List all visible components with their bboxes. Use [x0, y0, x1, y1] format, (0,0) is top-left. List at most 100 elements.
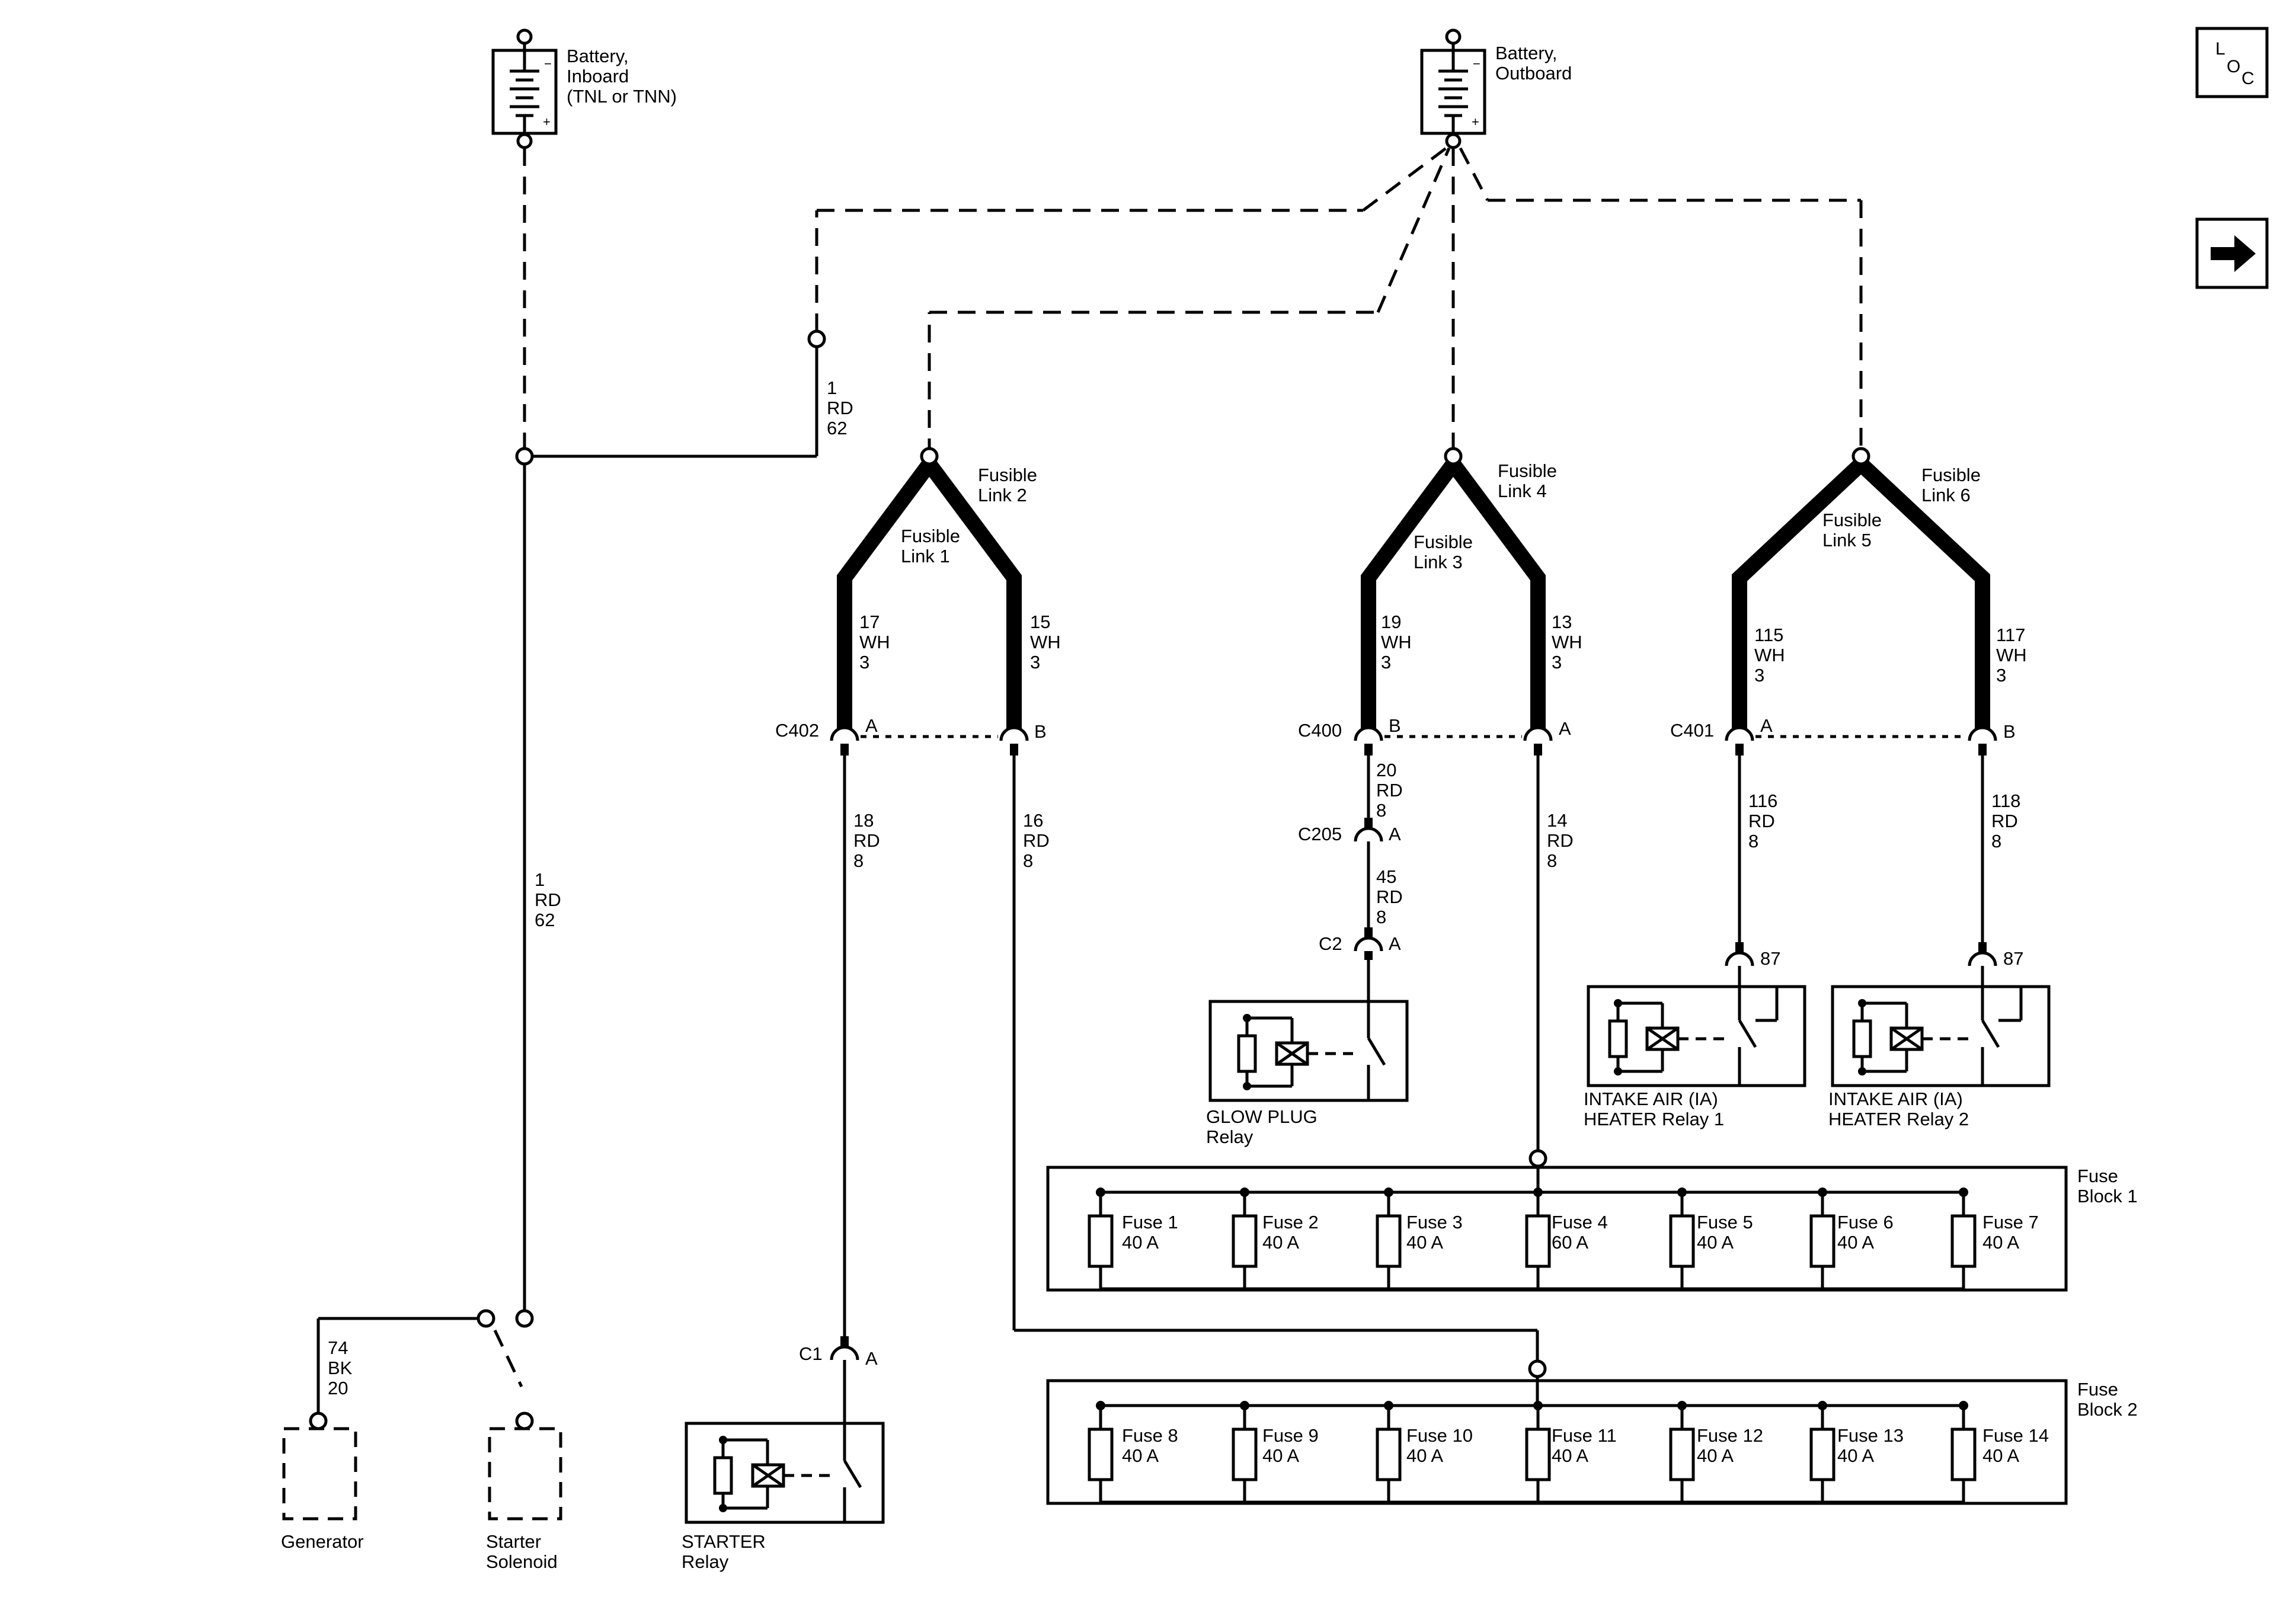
battery-inboard: − + — [491, 28, 558, 149]
splice-node — [515, 447, 534, 466]
fuse-symbol-4 — [1525, 1188, 1551, 1289]
fusible-link-2-label: Fusible Link 2 — [978, 465, 1043, 505]
battery-outboard: − + — [1420, 28, 1486, 149]
svg-text:B: B — [2003, 721, 2016, 742]
svg-text:B: B — [1389, 715, 1401, 736]
connector-c401-a — [1725, 726, 1754, 741]
wire-label-18-rd-8: 18 RD 8 — [853, 810, 885, 871]
fuse-block-1-label: Fuse Block 1 — [2077, 1166, 2138, 1206]
svg-text:87: 87 — [1760, 948, 1780, 969]
svg-text:B: B — [1034, 721, 1047, 742]
connector-87-relay-1 — [1725, 951, 1754, 966]
wire-label-17-wh-3: 17 WH 3 — [859, 612, 895, 673]
wire-label-1-rd-62-top: 1 RD 62 — [827, 377, 858, 438]
connector-c400-a — [1523, 726, 1553, 741]
starter-solenoid-label: Starter Solenoid — [486, 1531, 558, 1572]
connector-c205 — [1354, 827, 1383, 842]
fuse-block-1 — [1046, 1166, 2068, 1292]
fuse-symbol-5 — [1669, 1188, 1695, 1289]
svg-text:A: A — [1389, 824, 1401, 844]
connector-c400-label: C400 — [1298, 720, 1342, 741]
svg-text:87: 87 — [2003, 948, 2023, 969]
wire-label-118-rd-8: 118 RD 8 — [1991, 790, 2026, 852]
arrow-right-icon — [2211, 235, 2256, 272]
connector-c401-label: C401 — [1670, 720, 1714, 741]
ia-heater-relay-2-label: INTAKE AIR (IA) HEATER Relay 2 — [1828, 1089, 1969, 1129]
battery-plus-label: + — [543, 114, 551, 129]
wire-label-115-wh-3: 115 WH 3 — [1754, 625, 1790, 686]
connector-c402-label: C402 — [775, 720, 819, 741]
connector-c2-label: C2 — [1319, 933, 1342, 954]
svg-text:A: A — [865, 1348, 878, 1369]
starter-relay-label: STARTER Relay — [682, 1531, 770, 1572]
fuse-symbol-7 — [1950, 1188, 1977, 1289]
fuse-symbol-b2-4 — [1525, 1401, 1551, 1502]
svg-text:A: A — [865, 715, 878, 736]
svg-text:+: + — [1472, 114, 1479, 129]
wire-label-14-rd-8: 14 RD 8 — [1547, 810, 1578, 871]
fusible-link-6-label: Fusible Link 6 — [1921, 465, 1986, 505]
fuse-block-2-label: Fuse Block 2 — [2077, 1379, 2138, 1420]
connector-c401-b — [1968, 726, 1997, 741]
fusible-link-1-label: Fusible Link 1 — [901, 526, 965, 566]
fuse-symbol-3 — [1376, 1188, 1402, 1289]
fuse-symbol-b2-3 — [1376, 1401, 1402, 1502]
generator-box — [282, 1427, 357, 1521]
connector-c1 — [830, 1345, 859, 1361]
fusible-link-3-label: Fusible Link 3 — [1414, 532, 1478, 572]
glow-plug-relay — [1208, 1000, 1409, 1102]
fuse-symbol-b2-2 — [1232, 1401, 1258, 1502]
starter-solenoid-box — [488, 1427, 562, 1521]
wire-label-19-wh-3: 19 WH 3 — [1381, 612, 1416, 673]
ia-heater-relay-1 — [1587, 985, 1806, 1087]
starter-relay — [685, 1422, 885, 1524]
fuse-symbol-6 — [1809, 1188, 1835, 1289]
connector-c402-a — [830, 726, 859, 741]
svg-text:−: − — [1473, 56, 1480, 71]
wire-label-1-rd-62-main: 1 RD 62 — [535, 869, 566, 930]
fusible-links-3-4 — [1361, 451, 1546, 729]
next-arrow-button[interactable] — [2195, 217, 2269, 289]
connector-87-relay-2 — [1968, 951, 1997, 966]
fuse-symbol-b2-7 — [1950, 1401, 1977, 1502]
fuse-symbol-2 — [1232, 1188, 1258, 1289]
loc-button[interactable]: L O C — [2195, 27, 2269, 98]
fuse-symbol-b2-1 — [1088, 1401, 1114, 1502]
connector-c402-b — [999, 726, 1029, 741]
wire-label-117-wh-3: 117 WH 3 — [1996, 625, 2032, 686]
svg-text:A: A — [1389, 933, 1401, 954]
loc-letter-c: C — [2241, 69, 2255, 88]
wire-label-20-rd-8: 20 RD 8 — [1376, 760, 1408, 821]
connector-c205-label: C205 — [1298, 824, 1342, 844]
wire-label-16-rd-8: 16 RD 8 — [1023, 810, 1054, 871]
wire-label-116-rd-8: 116 RD 8 — [1748, 790, 1783, 852]
fuse-symbol-1 — [1088, 1188, 1114, 1289]
ia-heater-relay-1-label: INTAKE AIR (IA) HEATER Relay 1 — [1584, 1089, 1724, 1129]
connector-c400-b — [1354, 726, 1383, 741]
fusible-link-4-label: Fusible Link 4 — [1498, 460, 1562, 501]
fuse-block-2 — [1046, 1377, 2068, 1505]
fusible-link-5-label: Fusible Link 5 — [1822, 510, 1887, 550]
svg-text:A: A — [1559, 718, 1571, 739]
battery-inboard-label: Battery, Inboard (TNL or TNN) — [567, 46, 677, 107]
ia-heater-relay-2 — [1831, 985, 2051, 1087]
battery-outboard-label: Battery, Outboard — [1495, 43, 1572, 84]
svg-text:A: A — [1760, 715, 1773, 736]
generator-label: Generator — [281, 1531, 364, 1552]
